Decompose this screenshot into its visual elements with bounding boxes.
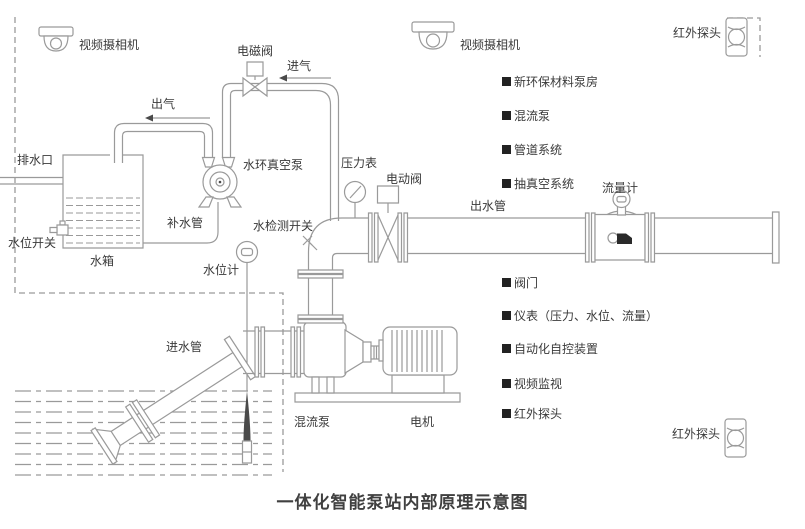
legend-item-pump-house: 新环保材料泵房 bbox=[502, 73, 598, 90]
legend-bullet-icon bbox=[502, 179, 511, 188]
water-level-gauge bbox=[237, 242, 258, 464]
diagram-title: 一体化智能泵站内部原理示意图 bbox=[276, 493, 529, 512]
label-water-detect-switch: 水检测开关 bbox=[253, 219, 314, 233]
inlet-pipe bbox=[91, 336, 256, 464]
discharge-pipe-elbow bbox=[298, 218, 369, 323]
label-makeup-pipe: 补水管 bbox=[167, 216, 204, 230]
infrared-probe-icon-bottom bbox=[725, 419, 746, 457]
label-flow-meter: 流量计 bbox=[602, 181, 639, 195]
label-mixed-flow-pump: 混流泵 bbox=[294, 415, 331, 429]
legend-item-vacuum: 抽真空系统 bbox=[502, 175, 574, 192]
legend-bullet-icon bbox=[502, 77, 511, 86]
label-pressure-gauge: 压力表 bbox=[341, 156, 378, 170]
water-level-switch-icon bbox=[50, 221, 68, 235]
legend-item-piping: 管道系统 bbox=[502, 141, 562, 158]
label-infrared-bottom: 红外探头 bbox=[672, 427, 721, 441]
label-motor: 电机 bbox=[410, 415, 435, 429]
label-camera-left: 视频摄相机 bbox=[79, 38, 140, 52]
label-air-in: 进气 bbox=[287, 59, 312, 73]
label-electric-valve: 电动阀 bbox=[386, 172, 423, 186]
label-air-out: 出气 bbox=[151, 97, 176, 111]
mixed-flow-pump-icon bbox=[304, 322, 346, 393]
drain-pipe bbox=[0, 178, 63, 185]
video-camera-icon-middle bbox=[412, 22, 454, 49]
label-level-switch: 水位开关 bbox=[8, 236, 57, 250]
legend-item-infrared: 红外探头 bbox=[502, 405, 562, 422]
legend-item-video: 视频监视 bbox=[502, 375, 562, 392]
outlet-pipe bbox=[408, 212, 780, 263]
label-water-tank: 水箱 bbox=[90, 254, 115, 268]
label-camera-mid: 视频摄相机 bbox=[460, 38, 521, 52]
water-ring-vacuum-pump-icon bbox=[199, 158, 241, 208]
legend-bullet-icon bbox=[502, 409, 511, 418]
exhaust-pipe-loop bbox=[115, 124, 213, 164]
video-camera-icon-left bbox=[39, 27, 73, 51]
air-out-arrow bbox=[145, 114, 210, 122]
legend-bullet-icon bbox=[502, 379, 511, 388]
label-solenoid-valve: 电磁阀 bbox=[237, 44, 274, 58]
equipment-base bbox=[295, 393, 460, 402]
legend-item-valves: 阀门 bbox=[502, 274, 538, 291]
electric-valve-icon bbox=[369, 186, 408, 262]
legend-item-instruments: 仪表（压力、水位、流量） bbox=[502, 307, 658, 324]
infrared-probe-icon-top bbox=[726, 18, 747, 56]
solenoid-valve-icon bbox=[243, 62, 267, 96]
legend-item-mixed-pump: 混流泵 bbox=[502, 107, 550, 124]
legend-item-automation: 自动化自控装置 bbox=[502, 340, 598, 357]
pressure-gauge-icon bbox=[345, 182, 366, 219]
legend-bullet-icon bbox=[502, 145, 511, 154]
label-inlet-pipe: 进水管 bbox=[166, 340, 203, 354]
vacuum-line-pipe bbox=[223, 84, 339, 222]
legend-bullet-icon bbox=[502, 278, 511, 287]
water-detect-switch-icon bbox=[303, 236, 317, 250]
label-vacuum-pump: 水环真空泵 bbox=[243, 158, 304, 172]
legend-bullet-icon bbox=[502, 111, 511, 120]
label-infrared-top: 红外探头 bbox=[673, 26, 722, 40]
label-level-gauge: 水位计 bbox=[203, 263, 240, 277]
label-outlet-pipe: 出水管 bbox=[470, 199, 507, 213]
air-in-arrow bbox=[279, 74, 331, 82]
water-tank bbox=[63, 155, 143, 248]
flow-meter-icon bbox=[586, 191, 655, 263]
label-drain-outlet: 排水口 bbox=[17, 153, 54, 167]
legend-bullet-icon bbox=[502, 344, 511, 353]
suction-pipe bbox=[243, 327, 304, 377]
motor-icon bbox=[345, 327, 457, 393]
legend-bullet-icon bbox=[502, 311, 511, 320]
makeup-water-line bbox=[143, 202, 218, 243]
